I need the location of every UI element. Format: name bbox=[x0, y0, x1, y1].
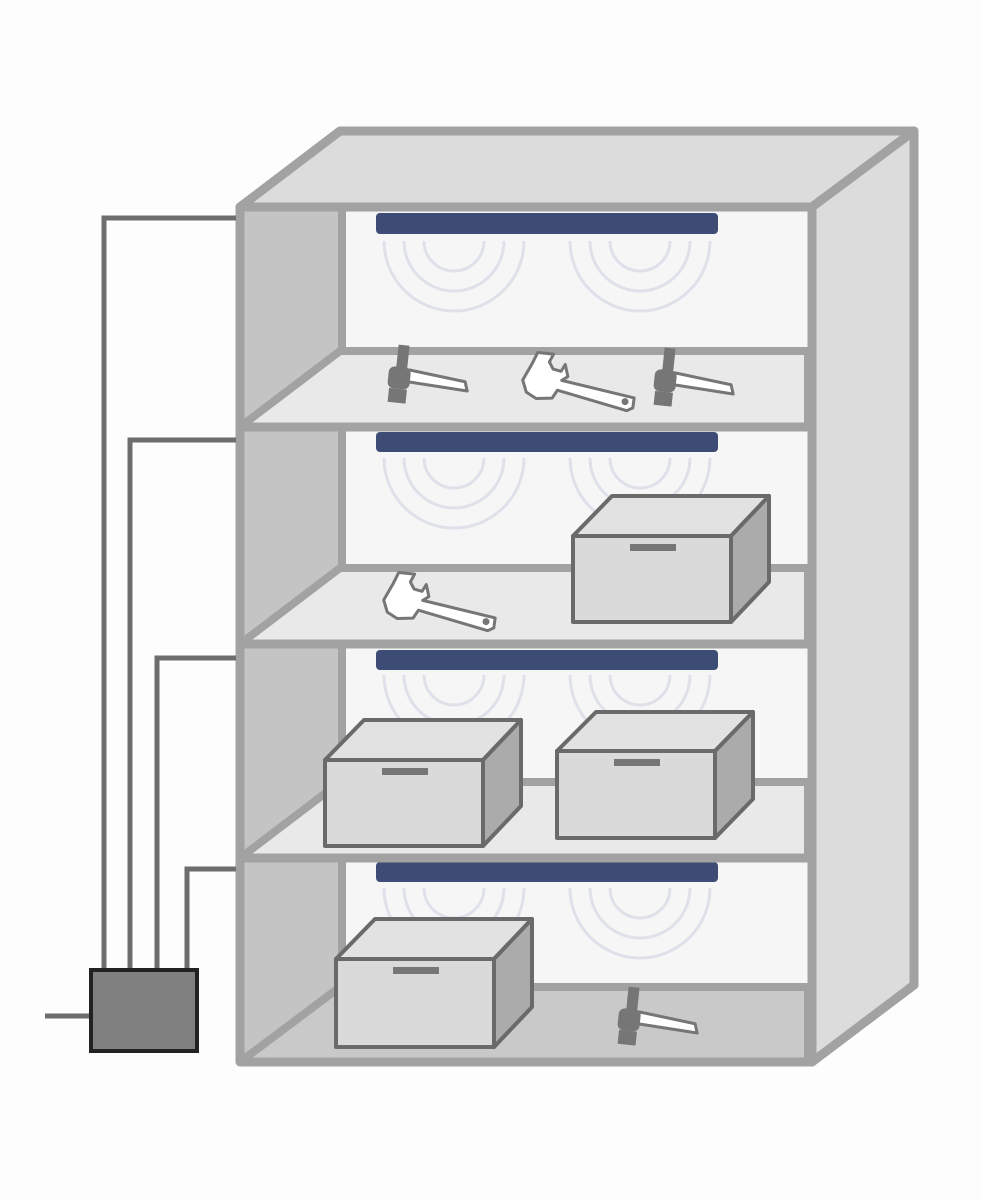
wire-1 bbox=[101, 215, 236, 972]
emitter-bar bbox=[376, 650, 718, 670]
emitter-bar bbox=[376, 862, 718, 882]
controller-box-icon bbox=[89, 968, 199, 1053]
emitter-group-3 bbox=[376, 650, 718, 747]
emitter-group-2 bbox=[376, 432, 718, 530]
emitter-group-4 bbox=[376, 862, 718, 960]
storage-box bbox=[323, 718, 523, 848]
cabinet-right-panel bbox=[807, 126, 919, 1067]
storage-box bbox=[571, 494, 771, 624]
storage-box bbox=[555, 710, 755, 840]
emitter-bar bbox=[376, 213, 718, 234]
storage-box bbox=[334, 917, 534, 1049]
wire-4 bbox=[184, 866, 236, 972]
emitter-bar bbox=[376, 432, 718, 452]
cabinet-top-panel bbox=[235, 126, 919, 212]
wire-3 bbox=[154, 655, 236, 972]
emitter-group-1 bbox=[376, 213, 718, 313]
cabinet-front-frame bbox=[235, 202, 817, 1067]
control-wires bbox=[45, 215, 236, 1019]
wire-2 bbox=[127, 437, 236, 972]
